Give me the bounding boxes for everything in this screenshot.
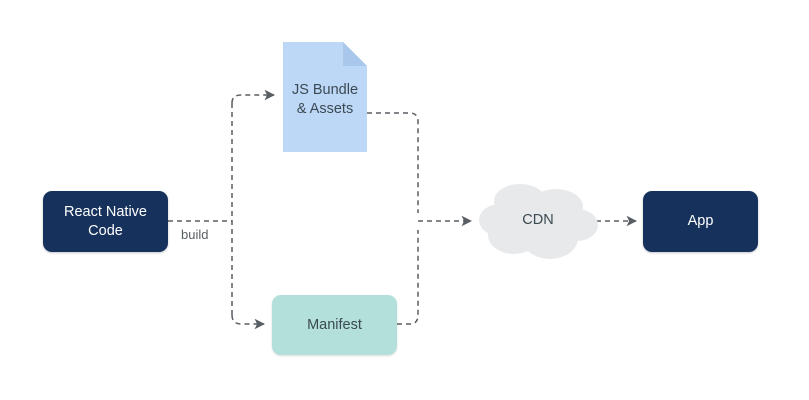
edge-manifest-to-merge <box>397 230 419 325</box>
node-label-cdn: CDN <box>522 211 554 228</box>
node-label-react-native-code: React Native Code <box>63 203 147 239</box>
node-label-js-bundle-assets: JS Bundle & Assets <box>291 82 359 117</box>
node-label-app: App <box>687 213 714 230</box>
node-manifest[interactable]: Manifest <box>272 295 397 355</box>
node-label-manifest: Manifest <box>307 316 362 333</box>
cloud-icon <box>479 184 598 259</box>
edge-branch-to-bundle <box>231 89 276 104</box>
node-app[interactable]: App <box>643 191 758 252</box>
edge-bundle-to-merge <box>367 112 419 213</box>
document-icon <box>283 42 367 152</box>
node-react-native-code[interactable]: React Native Code <box>43 191 168 252</box>
edge-label-build: build <box>181 227 209 242</box>
node-cdn[interactable]: CDN <box>478 181 598 261</box>
edge-branch-to-manifest <box>231 314 266 330</box>
node-js-bundle-assets[interactable]: JS Bundle & Assets <box>283 42 367 152</box>
